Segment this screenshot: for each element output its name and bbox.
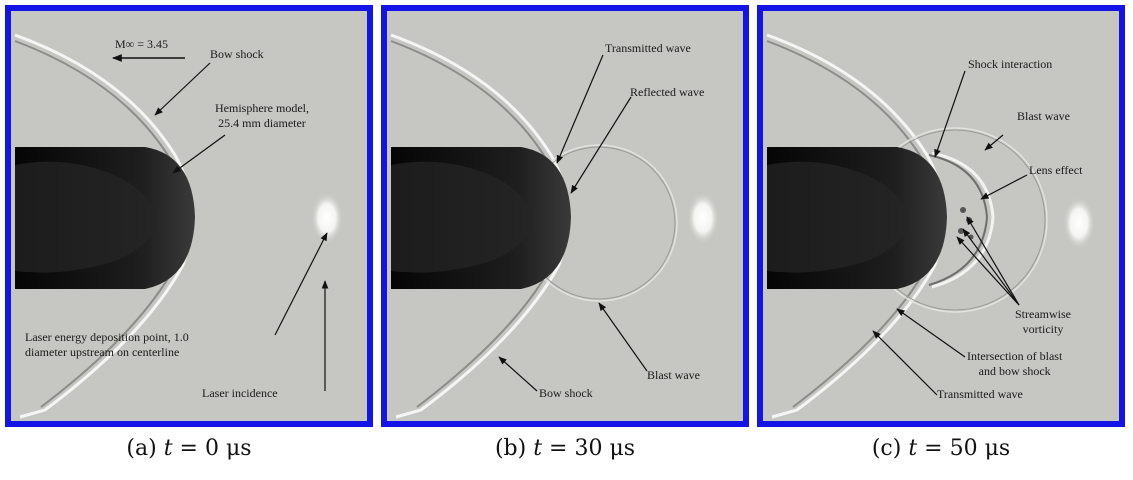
blast-wave-label: Blast wave (647, 368, 700, 382)
laser-deposition-label: Laser energy deposition point, 1.0 diame… (25, 330, 189, 359)
panel-a-schlieren-image (5, 5, 373, 427)
caption-b: (b) t = 30 μs (494, 436, 636, 461)
shock-interaction-label: Shock interaction (968, 57, 1053, 71)
panel-c: Shock interaction Blast wave Lens effect… (757, 5, 1125, 427)
transmitted-wave-label: Transmitted wave (937, 387, 1023, 401)
transmitted-wave-label: Transmitted wave (605, 41, 691, 55)
panel-b-schlieren-image (381, 5, 749, 427)
laser-incidence-label: Laser incidence (202, 386, 278, 400)
laser-glow (1063, 197, 1095, 249)
caption-c: (c) t = 50 μs (871, 436, 1011, 461)
lens-effect (931, 151, 995, 289)
laser-glow (687, 192, 719, 244)
laser-deposition-glow (311, 192, 343, 244)
panel-c-schlieren-image (757, 5, 1125, 427)
mach-number-label: M∞ = 3.45 (115, 37, 168, 51)
lens-effect-label: Lens effect (1029, 163, 1083, 177)
bow-shock-label: Bow shock (539, 386, 593, 400)
streamwise-vorticity-label: Streamwise vorticity (1015, 307, 1071, 336)
bow-shock-label: Bow shock (210, 47, 264, 61)
blast-wave-label: Blast wave (1017, 109, 1070, 123)
caption-a: (a) t = 0 μs (126, 436, 252, 461)
panel-a: M∞ = 3.45 Bow shock Hemisphere model, 25… (5, 5, 373, 427)
reflected-wave-label: Reflected wave (630, 85, 705, 99)
panel-b: Transmitted wave Reflected wave Blast wa… (381, 5, 749, 427)
hemisphere-model-label: Hemisphere model, 25.4 mm diameter (215, 101, 309, 130)
intersection-label: Intersection of blast and bow shock (967, 349, 1063, 378)
